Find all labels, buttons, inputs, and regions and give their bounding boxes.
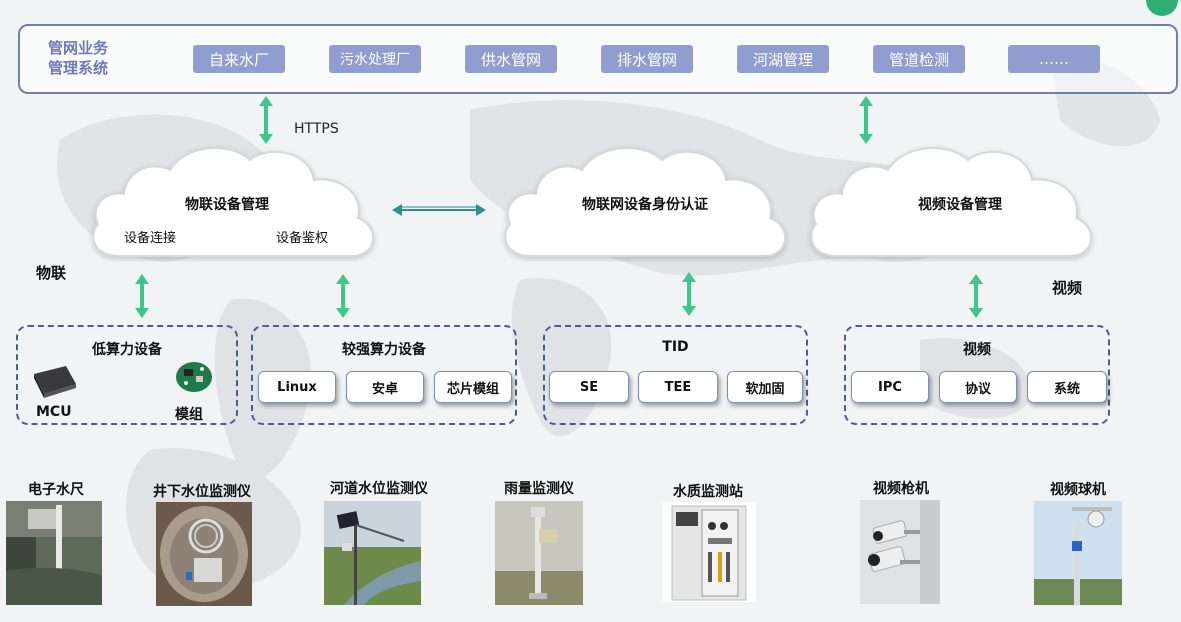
device-label-well-water-level: 井下水位监测仪 (153, 484, 251, 500)
system-button-pipe-inspection[interactable]: 管道检测 (873, 45, 965, 73)
system-button-sewage-plant[interactable]: 污水处理厂 (329, 45, 421, 73)
device-label-water-quality-station: 水质监测站 (673, 484, 743, 500)
river-water-level-photo (324, 501, 421, 605)
cloud-identity-title: 物联网设备身份认证 (582, 197, 708, 213)
cloud-icon (504, 147, 787, 257)
side-label-iot: 物联 (36, 264, 67, 282)
corner-dot (1146, 0, 1178, 16)
electronic-water-gauge-photo (6, 501, 102, 605)
system-button-more[interactable]: …… (1008, 45, 1100, 73)
box-low-item-mcu: MCU (36, 404, 72, 420)
pill-protocol: 协议 (939, 371, 1017, 403)
water-quality-station-photo (662, 502, 756, 602)
box-video-title: 视频 (963, 342, 991, 358)
device-label-bullet-camera: 视频枪机 (873, 481, 929, 497)
pill-system: 系统 (1027, 371, 1107, 403)
double-arrow-icon (259, 96, 273, 144)
system-button-water-supply-network[interactable]: 供水管网 (465, 45, 557, 73)
device-label-electronic-water-gauge: 电子水尺 (28, 482, 84, 498)
device-label-rain-gauge: 雨量监测仪 (504, 481, 574, 497)
system-button-river-lake[interactable]: 河湖管理 (737, 45, 829, 73)
box-low-compute (16, 325, 238, 425)
double-arrow-icon (969, 274, 983, 318)
pill-android: 安卓 (346, 371, 424, 403)
dome-camera-photo (1034, 501, 1122, 605)
business-system-title-line1: 管网业务 (48, 39, 109, 57)
cloud-iot-title: 物联设备管理 (185, 197, 269, 213)
https-label: HTTPS (294, 121, 339, 137)
well-water-level-photo (156, 502, 252, 606)
cloud-video-title: 视频设备管理 (918, 197, 1002, 213)
box-low-item-module: 模组 (175, 407, 203, 423)
system-button-water-plant[interactable]: 自来水厂 (193, 45, 285, 73)
cloud-iot-device-connect: 设备连接 (124, 231, 177, 246)
cloud-icon (810, 147, 1093, 257)
module-board-icon (176, 362, 212, 392)
pill-chip-module: 芯片模组 (434, 371, 512, 403)
box-strong-compute (251, 325, 517, 425)
rain-gauge-photo (495, 501, 583, 605)
box-strong-compute-title: 较强算力设备 (342, 342, 426, 358)
pill-soft-hardening: 软加固 (727, 371, 803, 403)
double-arrow-icon (859, 96, 873, 144)
box-tid (543, 325, 808, 425)
device-label-river-water-level: 河道水位监测仪 (330, 481, 428, 497)
system-button-drainage-network[interactable]: 排水管网 (601, 45, 693, 73)
device-label-dome-camera: 视频球机 (1050, 482, 1106, 498)
box-tid-title: TID (662, 339, 689, 355)
business-system-title-line2: 管理系统 (48, 59, 109, 77)
pill-tee: TEE (638, 371, 718, 403)
pill-ipc: IPC (851, 371, 929, 403)
side-label-video: 视频 (1052, 279, 1083, 297)
double-arrow-icon (336, 274, 350, 318)
business-system-title: 管网业务 管理系统 (48, 38, 128, 78)
box-video (844, 325, 1110, 425)
double-arrow-icon (682, 272, 696, 316)
business-system-frame (18, 24, 1178, 94)
pill-linux: Linux (258, 371, 336, 403)
mcu-chip-icon (34, 366, 76, 398)
box-low-compute-title: 低算力设备 (92, 342, 162, 358)
cloud-iot-device-auth: 设备鉴权 (276, 231, 329, 246)
bullet-camera-photo (860, 500, 940, 604)
double-arrow-icon (392, 204, 486, 216)
pill-se: SE (549, 371, 629, 403)
double-arrow-icon (135, 274, 149, 318)
cloud-icon (92, 147, 375, 257)
